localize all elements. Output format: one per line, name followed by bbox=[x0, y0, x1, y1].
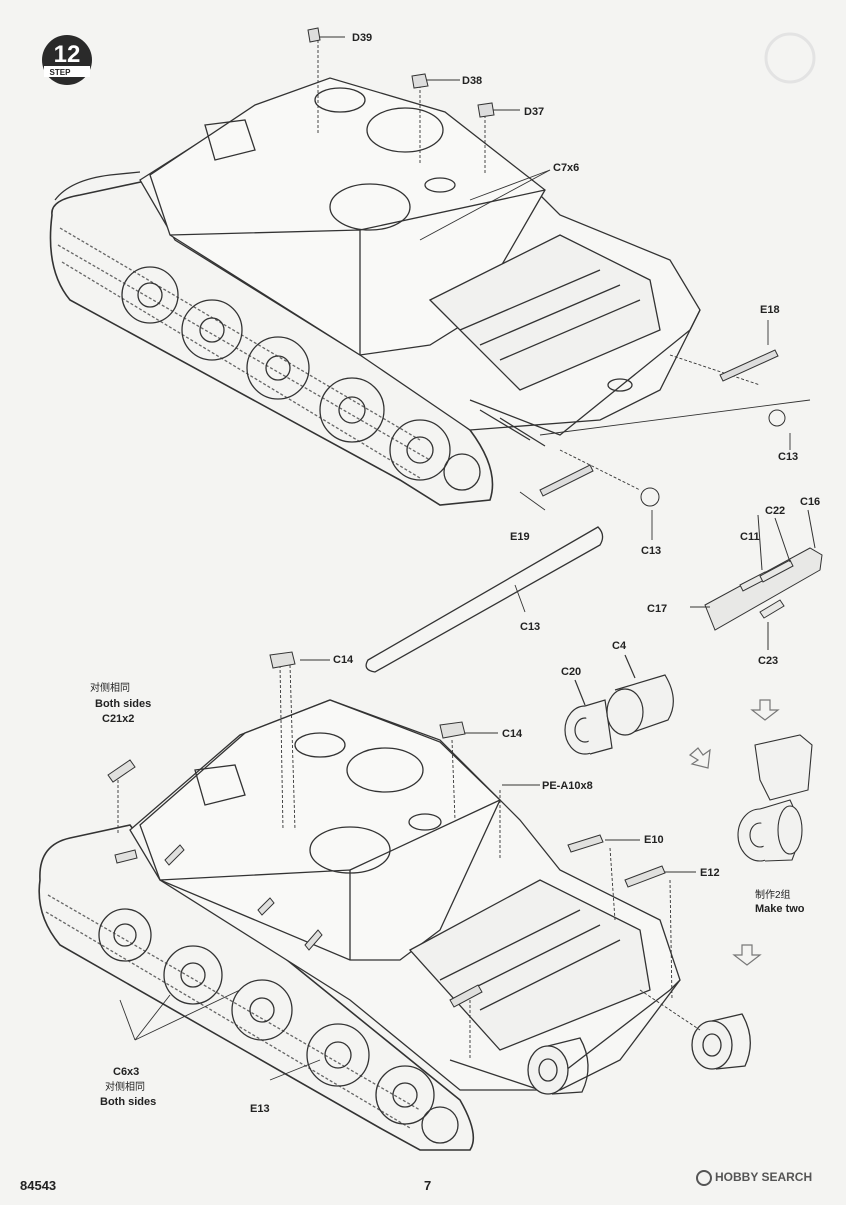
label-c17: C17 bbox=[647, 603, 667, 615]
label-c13-barrel: C13 bbox=[520, 621, 540, 633]
label-make-two-cn: 制作2组 bbox=[755, 888, 791, 901]
label-c6: C6x3 bbox=[113, 1066, 139, 1078]
label-e12: E12 bbox=[700, 867, 720, 879]
label-c16: C16 bbox=[800, 496, 820, 508]
label-c6-cn: 对侧相同 bbox=[105, 1080, 145, 1093]
step-badge: 12 STEP bbox=[42, 35, 92, 85]
fuel-drum-parts bbox=[564, 654, 674, 755]
flow-arrows bbox=[688, 699, 780, 966]
label-c14-right: C14 bbox=[502, 728, 523, 740]
label-c7x6: C7x6 bbox=[553, 162, 579, 174]
label-c21-en: Both sides bbox=[95, 698, 151, 710]
gun-mount-parts bbox=[690, 509, 823, 650]
page-number: 7 bbox=[424, 1178, 432, 1193]
label-c6-en: Both sides bbox=[100, 1096, 156, 1108]
label-e18: E18 bbox=[760, 304, 780, 316]
barrel-part bbox=[365, 526, 604, 673]
label-e10: E10 bbox=[644, 834, 664, 846]
label-c11: C11 bbox=[740, 531, 760, 543]
label-d37: D37 bbox=[524, 106, 544, 118]
part-labels: D39 D38 D37 C7x6 E18 C13 E19 C13 C16 C22… bbox=[90, 32, 820, 1115]
kit-number: 84543 bbox=[20, 1178, 57, 1193]
watermark: HOBBY SEARCH bbox=[696, 1170, 812, 1186]
upper-part-shapes bbox=[307, 27, 786, 507]
ghost-step-badge bbox=[764, 32, 816, 84]
label-pe-a10: PE-A10x8 bbox=[542, 780, 593, 792]
label-c4: C4 bbox=[612, 640, 627, 652]
lower-callouts bbox=[117, 659, 701, 1081]
label-c14-left: C14 bbox=[333, 654, 354, 666]
upper-callouts bbox=[317, 36, 811, 540]
label-c21: C21x2 bbox=[102, 713, 134, 725]
watermark-text: HOBBY SEARCH bbox=[715, 1170, 813, 1185]
step-number: 12 bbox=[54, 41, 81, 68]
label-c20: C20 bbox=[561, 666, 581, 678]
label-e19: E19 bbox=[510, 531, 530, 543]
upper-hull-drawing bbox=[49, 77, 701, 506]
label-e13: E13 bbox=[250, 1103, 270, 1115]
step-label: STEP bbox=[50, 68, 72, 77]
label-d39: D39 bbox=[352, 32, 372, 44]
label-d38: D38 bbox=[462, 75, 482, 87]
label-make-two-en: Make two bbox=[755, 903, 805, 915]
label-c22: C22 bbox=[765, 505, 785, 517]
label-c21-cn: 对侧相同 bbox=[90, 681, 130, 694]
lower-hull-drawing bbox=[38, 699, 751, 1151]
mantlet-assembly bbox=[737, 734, 813, 862]
lower-part-shapes bbox=[107, 651, 666, 1008]
label-c23: C23 bbox=[758, 655, 778, 667]
label-c13-mid: C13 bbox=[641, 545, 661, 557]
label-c13-upper: C13 bbox=[778, 451, 798, 463]
watermark-logo-icon bbox=[696, 1170, 712, 1186]
